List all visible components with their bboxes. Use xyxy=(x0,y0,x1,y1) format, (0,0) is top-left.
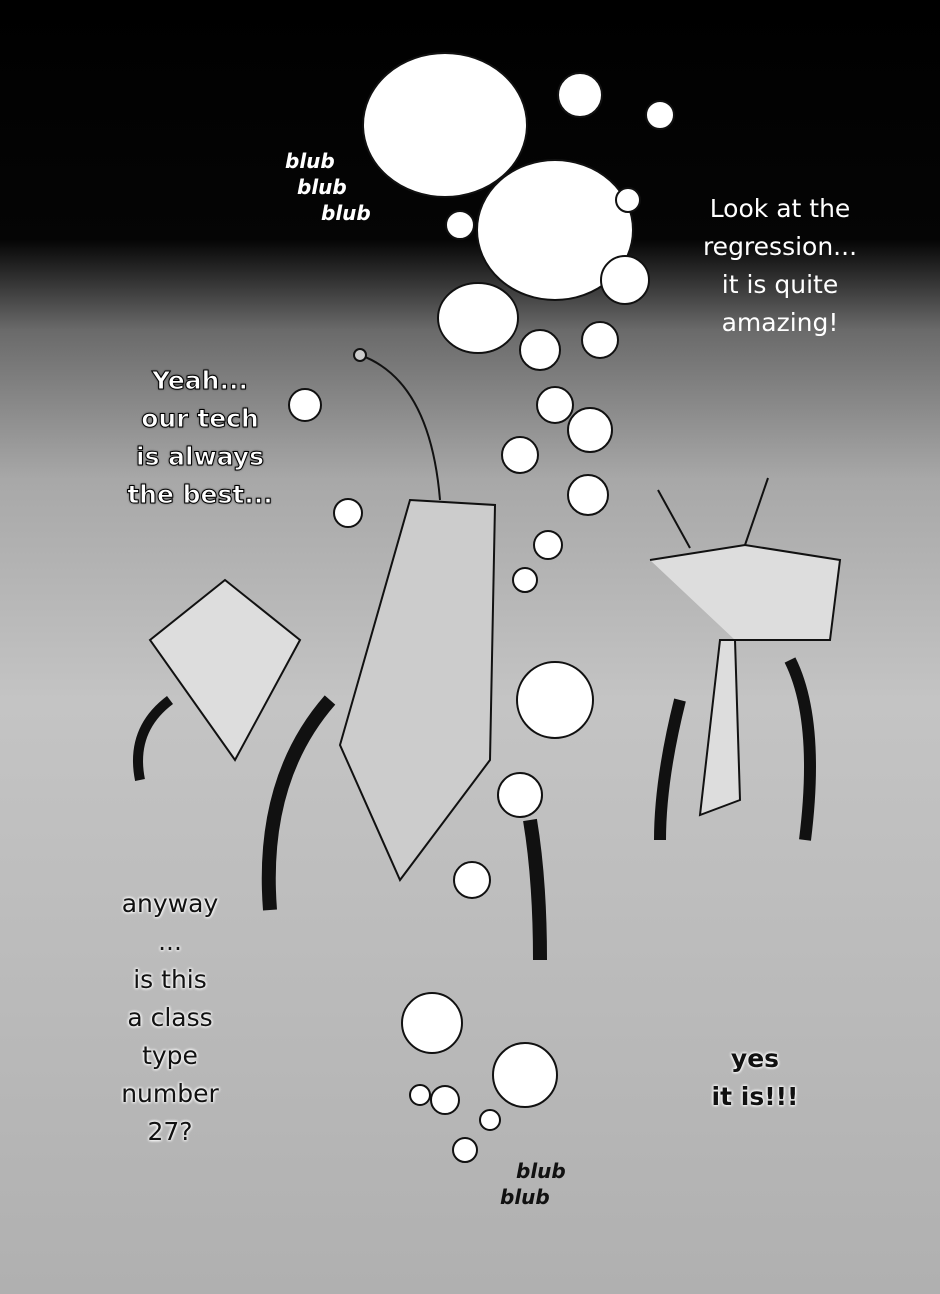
blub-line: blub xyxy=(321,201,371,225)
robots xyxy=(133,348,842,961)
speech-line: our tech xyxy=(141,404,260,434)
caption-line: amazing! xyxy=(721,308,839,337)
blub-line: blub xyxy=(297,175,347,199)
speech-line: Yeah... xyxy=(152,366,249,396)
blub-line: blub xyxy=(516,1159,566,1183)
speech-line: 27? xyxy=(147,1117,193,1146)
bubbles xyxy=(288,52,675,1163)
caption-line: regression... xyxy=(702,232,858,261)
speech-line: is this xyxy=(133,965,207,994)
speech-line: ... xyxy=(158,927,182,956)
speech-line: the best... xyxy=(127,480,274,510)
speech-line: anyway xyxy=(121,889,219,918)
sound-effect-blub-top: blub blub blub xyxy=(285,148,371,226)
answer-speech: yes it is!!! xyxy=(695,1040,815,1116)
speech-line: type xyxy=(142,1041,198,1070)
sound-effect-blub-bottom: blub blub xyxy=(500,1158,566,1210)
speech-line: is always xyxy=(136,442,265,472)
blub-line: blub xyxy=(285,149,335,173)
speech-line: number xyxy=(121,1079,219,1108)
left-robot-speech: Yeah... our tech is always the best... xyxy=(120,362,280,514)
caption-line: Look at the xyxy=(709,194,851,223)
speech-line: a class xyxy=(127,1003,213,1032)
question-speech: anyway ... is this a class type number 2… xyxy=(95,885,245,1151)
speech-line: yes xyxy=(730,1044,780,1073)
narrator-caption: Look at the regression... it is quite am… xyxy=(690,190,870,342)
blub-line: blub xyxy=(500,1185,550,1209)
caption-line: it is quite xyxy=(721,270,839,299)
speech-line: it is!!! xyxy=(711,1082,799,1111)
